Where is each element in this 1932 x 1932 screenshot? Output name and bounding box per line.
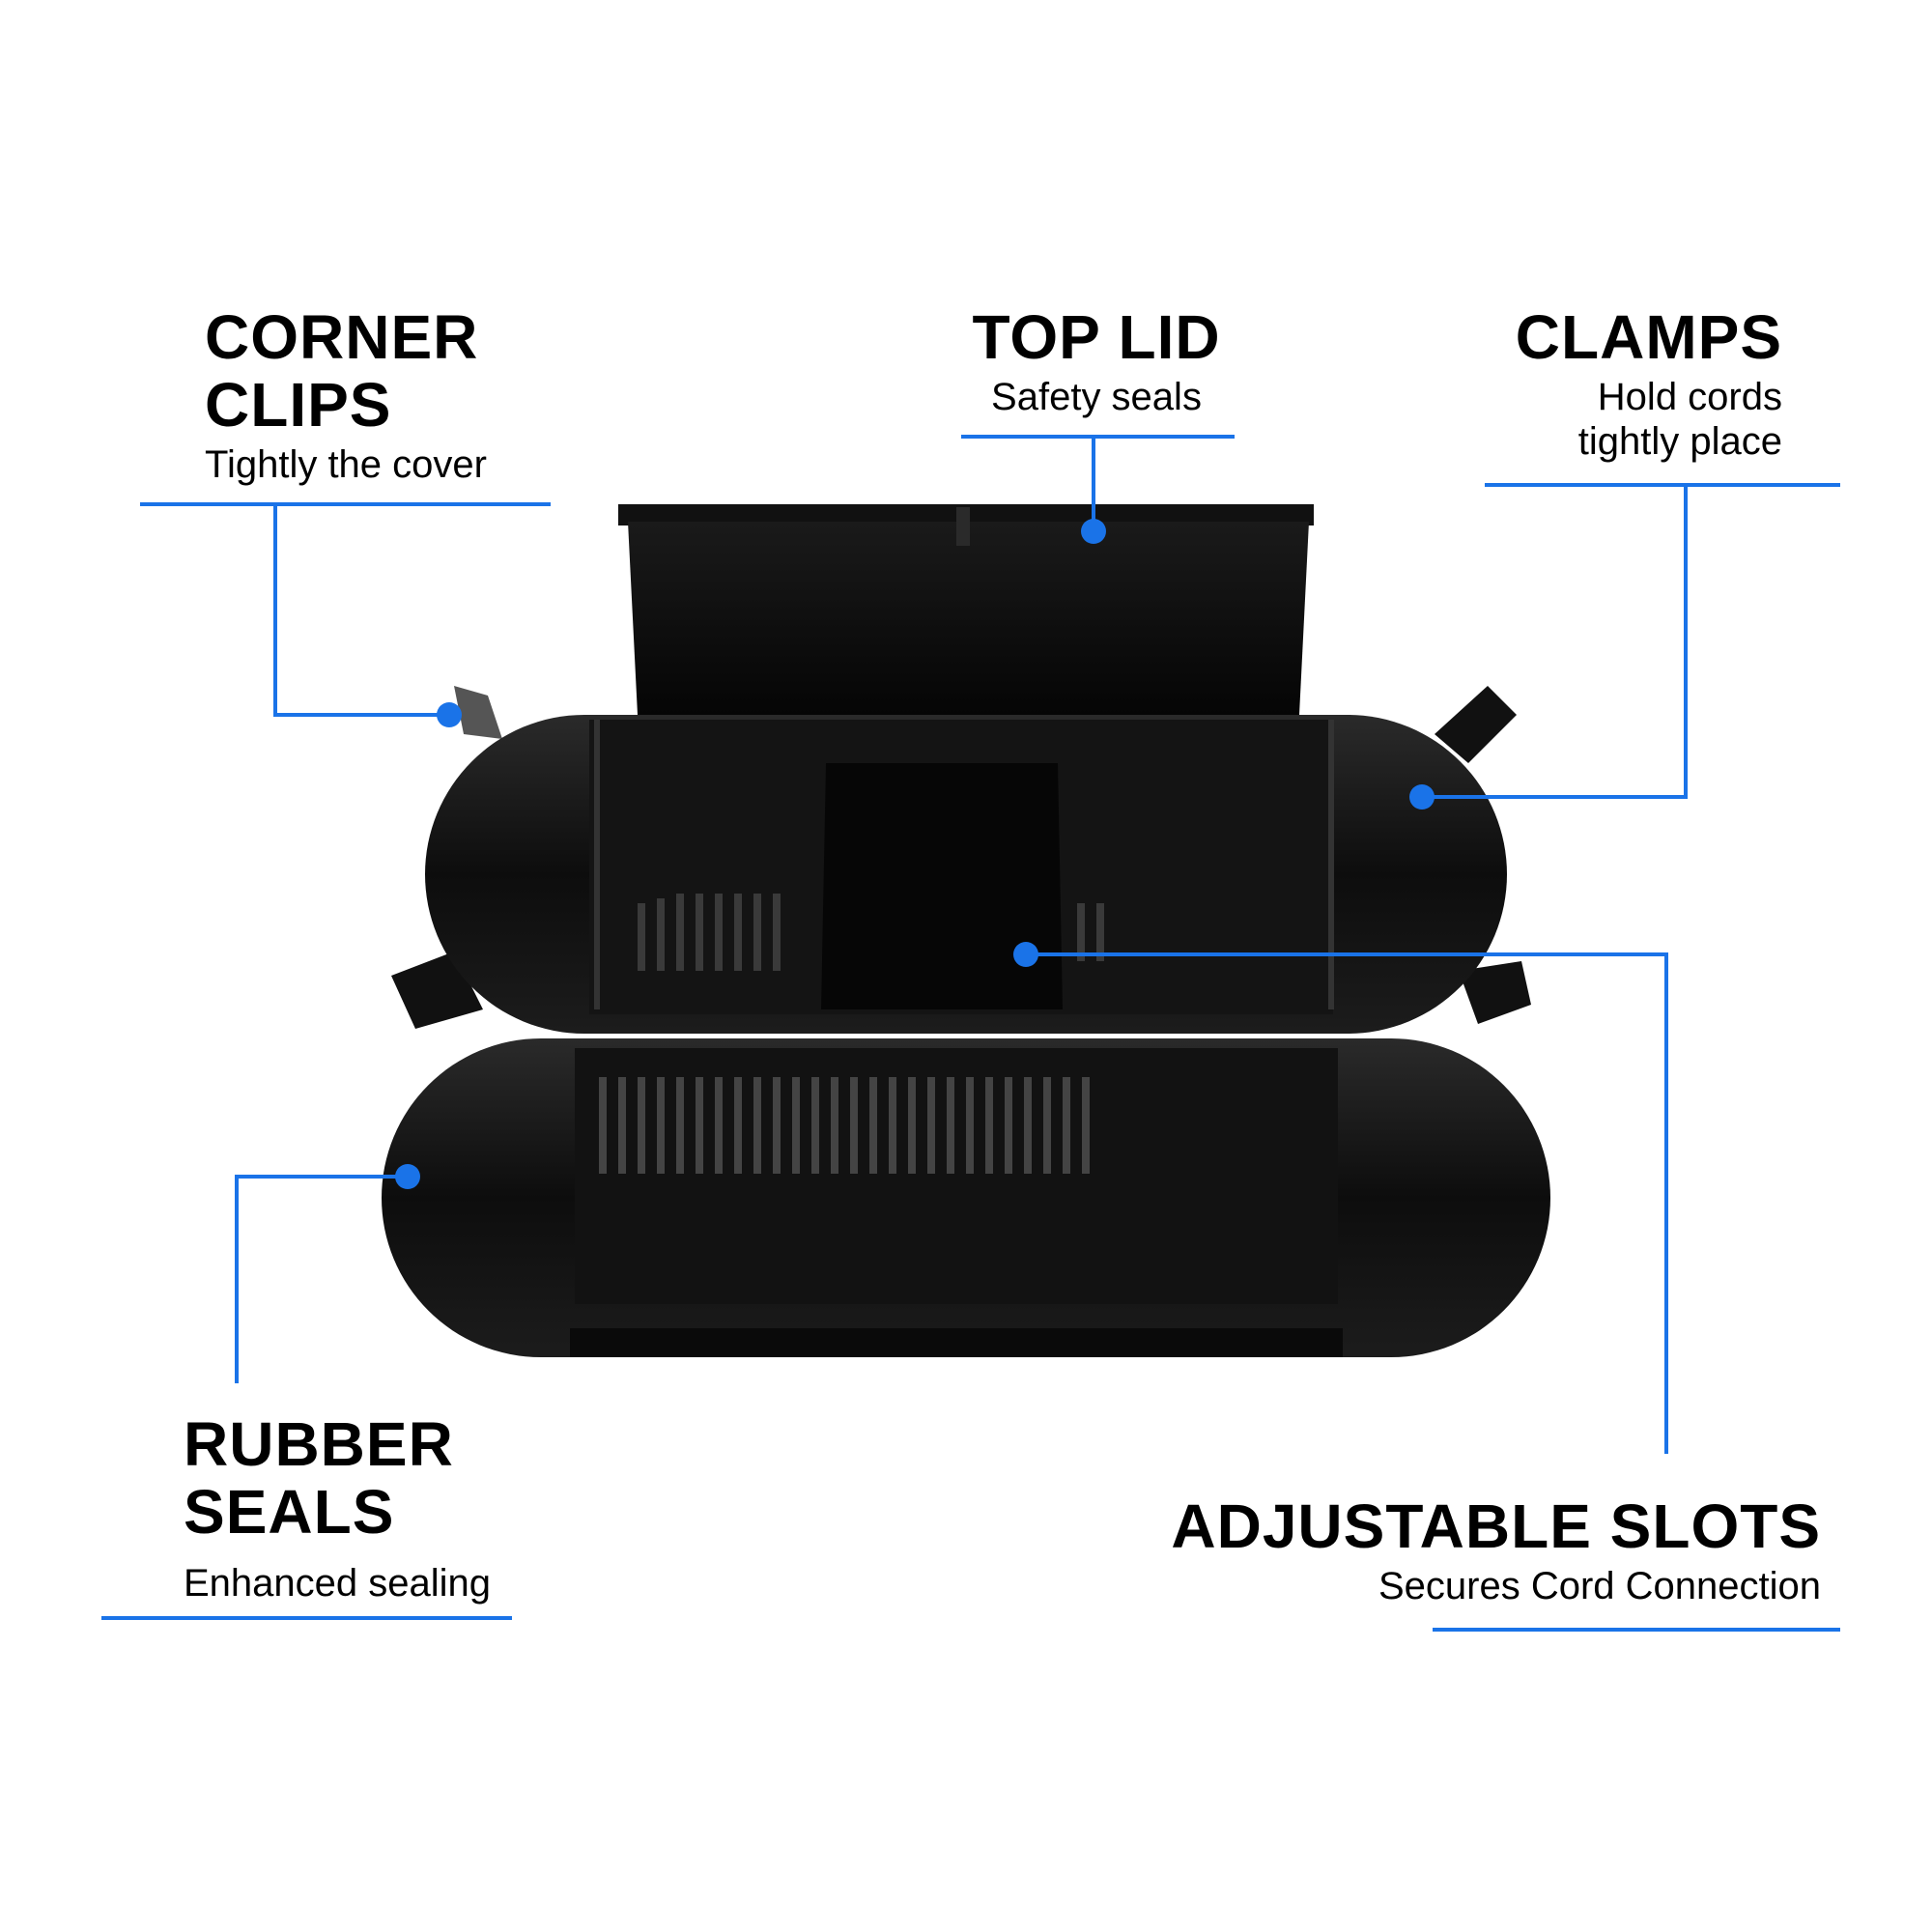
rubber-seals-subtitle: Enhanced sealing: [184, 1562, 492, 1605]
corner-clips-title-2: CLIPS: [205, 370, 392, 440]
clamps-subtitle-2: tightly place: [1577, 420, 1782, 463]
corner-clips-leader: [273, 504, 449, 717]
corner-clips-subtitle: Tightly the cover: [205, 443, 487, 486]
rubber-seals-title-1: RUBBER: [184, 1409, 454, 1479]
corner-clips-callout: CORNER CLIPS Tightly the cover: [205, 303, 487, 487]
adjustable-slots-subtitle: Secures Cord Connection: [1378, 1565, 1821, 1607]
adjustable-slots-leader: [1026, 952, 1668, 1454]
rubber-seals-callout: RUBBER SEALS Enhanced sealing: [184, 1410, 491, 1605]
adjustable-slots-title: ADJUSTABLE SLOTS: [1171, 1492, 1821, 1561]
top-lid-title: TOP LID: [972, 302, 1221, 372]
rubber-seals-leader: [235, 1175, 408, 1383]
callout-dots: [395, 519, 1435, 1189]
leader-lines: [101, 435, 1840, 1632]
upper-housing: [391, 686, 1531, 1034]
rubber-seals-title-2: SEALS: [184, 1477, 395, 1547]
clamps-title: CLAMPS: [1515, 302, 1782, 372]
clamps-leader: [1422, 485, 1688, 799]
clamps-dot: [1409, 784, 1435, 810]
corner-clips-title-1: CORNER: [205, 302, 479, 372]
clamps-callout: CLAMPS Hold cords tightly place: [1468, 303, 1782, 464]
clamps-subtitle-1: Hold cords: [1597, 376, 1782, 418]
rubber-seals-dot: [395, 1164, 420, 1189]
adjustable-slots-dot: [1013, 942, 1038, 967]
corner-clips-dot: [437, 702, 462, 727]
adjustable-slots-callout: ADJUSTABLE SLOTS Secures Cord Connection: [1140, 1492, 1821, 1608]
lower-housing: [382, 1038, 1550, 1357]
top-lid-dot: [1081, 519, 1106, 544]
top-lid: [618, 504, 1314, 715]
top-lid-subtitle: Safety seals: [991, 376, 1202, 418]
top-lid-callout: TOP LID Safety seals: [923, 303, 1270, 419]
